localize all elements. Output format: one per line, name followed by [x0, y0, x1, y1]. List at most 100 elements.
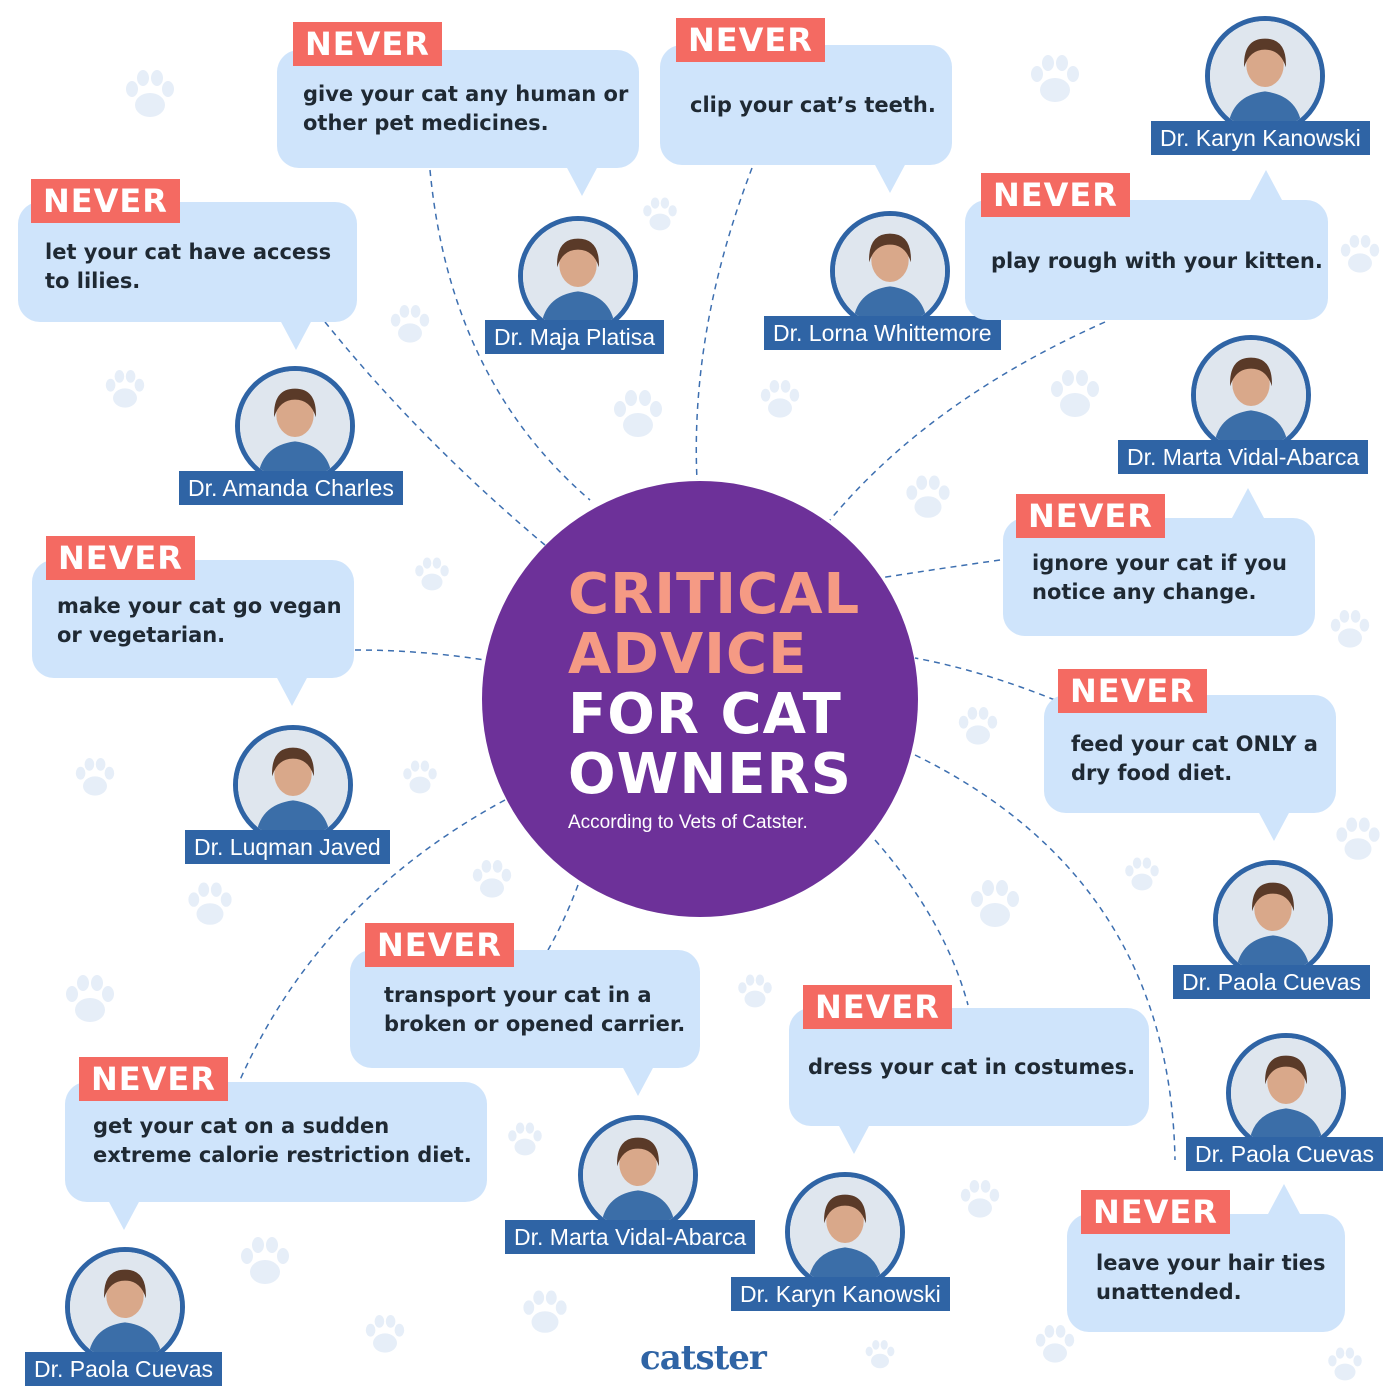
tip-text-line-1: get your cat on a sudden	[93, 1114, 390, 1138]
bubble-tail	[108, 1200, 140, 1230]
vet-name: Dr. Marta Vidal-Abarca	[1118, 440, 1369, 474]
vet-photo-icon	[65, 1247, 185, 1367]
vet-name: Dr. Amanda Charles	[179, 471, 403, 505]
vet-photo-icon	[233, 725, 353, 845]
title-circle	[482, 481, 918, 917]
speech-bubble	[1044, 695, 1336, 813]
paw-icon	[468, 856, 516, 904]
vet-photo-icon	[1191, 335, 1311, 455]
paw-icon	[504, 1119, 546, 1161]
vet-name: Dr. Paola Cuevas	[25, 1352, 222, 1386]
speech-bubble	[350, 950, 700, 1068]
bubble-tail	[1258, 811, 1290, 841]
vet-name: Dr. Karyn Kanowski	[731, 1277, 950, 1311]
bubble-tail	[276, 676, 308, 706]
paw-icon	[734, 971, 776, 1013]
title-line-2: ADVICE	[568, 622, 808, 687]
never-badge: NEVER	[803, 985, 952, 1029]
title-line-1: CRITICAL	[568, 562, 861, 627]
vet-photo-icon	[1213, 860, 1333, 980]
bubble-tail	[1250, 170, 1282, 200]
tip-text-line-1: feed your cat ONLY a	[1071, 732, 1318, 756]
tip-text-line-1: transport your cat in a	[384, 983, 652, 1007]
paw-icon	[1324, 1344, 1366, 1386]
paw-icon	[399, 757, 441, 799]
paw-icon	[1326, 606, 1374, 654]
bubble-tail	[1268, 1184, 1300, 1214]
title-line-3: FOR CAT	[568, 682, 842, 747]
paw-icon	[411, 554, 453, 596]
paw-icon	[956, 1176, 1004, 1224]
title-line-4: OWNERS	[568, 742, 852, 807]
paw-icon	[1031, 1321, 1079, 1369]
never-badge: NEVER	[1058, 669, 1207, 713]
tip-text-line-1: ignore your cat if you	[1032, 551, 1287, 575]
paw-icon	[901, 471, 955, 525]
paw-icon	[965, 875, 1025, 935]
paw-icon	[71, 754, 119, 802]
bubble-tail	[566, 166, 598, 196]
never-badge: NEVER	[1081, 1190, 1230, 1234]
vet-name: Dr. Maja Platisa	[485, 320, 665, 354]
tip-text-line-1: let your cat have access	[45, 240, 332, 264]
bubble-tail	[874, 163, 906, 193]
paw-icon	[954, 703, 1002, 751]
bubble-tail	[280, 320, 312, 350]
vet-name: Dr. Karyn Kanowski	[1151, 121, 1370, 155]
never-badge: NEVER	[46, 536, 195, 580]
paw-icon	[1336, 231, 1384, 279]
paw-icon	[862, 1337, 898, 1373]
vet-photo-icon	[518, 216, 638, 336]
vet-photo-icon	[1205, 16, 1325, 136]
paw-icon	[1331, 813, 1385, 867]
paw-icon	[518, 1286, 572, 1340]
tip-text-line-2: extreme calorie restriction diet.	[93, 1143, 472, 1167]
vet-photo-icon	[578, 1115, 698, 1235]
never-badge: NEVER	[365, 923, 514, 967]
never-badge: NEVER	[79, 1057, 228, 1101]
vet-photo-icon	[1226, 1033, 1346, 1153]
vet-name: Dr. Paola Cuevas	[1186, 1137, 1383, 1171]
tip-text-line-1: give your cat any human or	[303, 82, 629, 106]
tip-text-line-2: or vegetarian.	[57, 623, 226, 647]
never-badge: NEVER	[31, 179, 180, 223]
paw-icon	[1121, 854, 1163, 896]
speech-bubble	[277, 50, 639, 168]
paw-icon	[101, 366, 149, 414]
catster-logo: catster	[640, 1338, 767, 1378]
vet-photo-icon	[785, 1172, 905, 1292]
vet-name: Dr. Marta Vidal-Abarca	[505, 1220, 756, 1254]
tip-text-line-2: to lilies.	[45, 269, 141, 293]
paw-icon	[60, 970, 120, 1030]
vet-photo-icon	[830, 211, 950, 331]
speech-bubble	[965, 200, 1328, 320]
paw-icon	[1025, 50, 1085, 110]
bubble-tail	[622, 1066, 654, 1096]
tip-text-line-2: dry food diet.	[1071, 761, 1233, 785]
never-badge: NEVER	[1016, 494, 1165, 538]
vet-name: Dr. Lorna Whittemore	[764, 316, 1001, 350]
subtitle: According to Vets of Catster.	[568, 812, 808, 833]
paw-icon	[120, 65, 180, 125]
tip-text-line-2: unattended.	[1096, 1280, 1242, 1304]
paw-icon	[183, 878, 237, 932]
tip-text-line-1: dress your cat in costumes.	[808, 1055, 1136, 1079]
paw-icon	[361, 1311, 409, 1359]
tip-text-line-1: leave your hair ties	[1096, 1251, 1326, 1275]
vet-name: Dr. Luqman Javed	[185, 830, 390, 864]
paw-icon	[1045, 365, 1105, 425]
tip-text-line-1: play rough with your kitten.	[991, 249, 1323, 273]
never-badge: NEVER	[676, 18, 825, 62]
never-badge: NEVER	[293, 22, 442, 66]
paw-icon	[386, 301, 434, 349]
tip-text-line-1: clip your cat’s teeth.	[690, 93, 936, 117]
bubble-tail	[1232, 488, 1264, 518]
vet-name: Dr. Paola Cuevas	[1173, 965, 1370, 999]
tip-text-line-2: broken or opened carrier.	[384, 1012, 686, 1036]
speech-bubble	[65, 1082, 487, 1202]
paw-icon	[608, 385, 668, 445]
never-badge: NEVER	[981, 173, 1130, 217]
paw-icon	[235, 1232, 295, 1292]
paw-icon	[639, 194, 681, 236]
